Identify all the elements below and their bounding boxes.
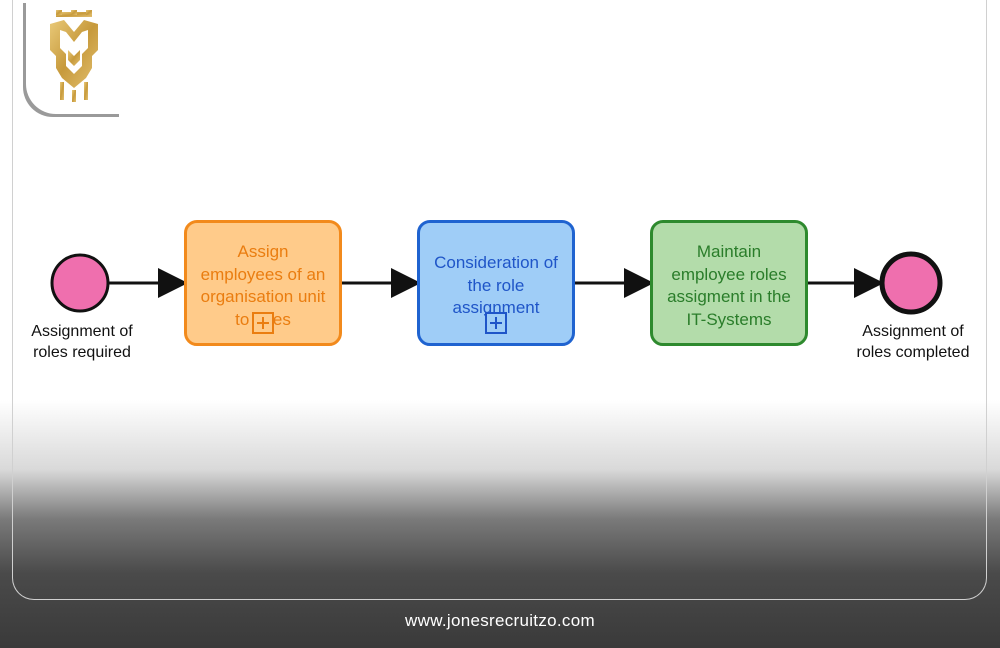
task-label: Maintain employee roles assigment in the…: [653, 241, 805, 331]
task-label-line: organisation unit: [200, 287, 326, 306]
start-event-label: Assignment of roles required: [18, 321, 146, 363]
task-label-line: IT-Systems: [686, 309, 772, 329]
website-url[interactable]: www.jonesrecruitzo.com: [405, 611, 595, 630]
task-label-line: Maintain: [696, 242, 762, 261]
plus-square-icon: [485, 312, 507, 334]
task-label-line: Consideration of: [434, 253, 558, 272]
task-label: Assign employees of an organisation unit…: [187, 241, 339, 331]
task-label-line: assigment in the: [667, 287, 791, 306]
end-event-label-line: Assignment of: [862, 323, 964, 340]
plus-square-icon: [252, 312, 274, 334]
task-label-line: employees of an: [200, 264, 326, 284]
end-event-label: Assignment of roles completed: [846, 321, 980, 363]
page-frame: [12, 0, 987, 600]
end-event-label-line: roles completed: [856, 344, 970, 361]
end-event: [879, 251, 943, 315]
task-label-line: employee roles: [671, 264, 787, 284]
start-event-label-line: Assignment of: [31, 323, 133, 340]
task-label: Consideration of the role assignment: [420, 252, 572, 320]
task-consideration-role-assignment: Consideration of the role assignment: [417, 220, 575, 346]
task-maintain-employee-roles: Maintain employee roles assigment in the…: [650, 220, 808, 346]
task-label-line: Assign: [237, 242, 289, 261]
logo-box: [26, 0, 122, 114]
task-label-line: the role: [467, 275, 525, 295]
start-event-label-line: roles required: [33, 344, 131, 361]
start-event: [50, 253, 110, 313]
lion-crest-logo-icon: [50, 10, 98, 102]
task-label-line: assignment: [452, 298, 540, 317]
bottom-gradient: [0, 400, 1000, 648]
task-assign-employees: Assign employees of an organisation unit…: [184, 220, 342, 346]
